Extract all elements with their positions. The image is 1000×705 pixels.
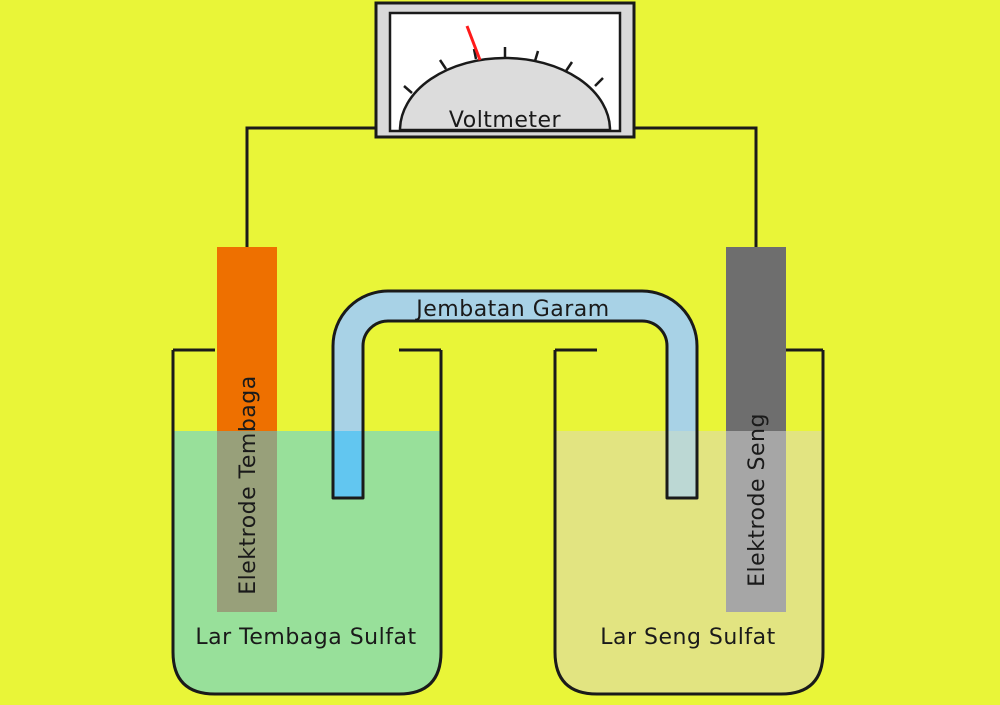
salt-bridge-left-immersed — [333, 431, 363, 498]
wires — [245, 126, 758, 248]
left-wire — [245, 126, 376, 248]
voltmeter: Voltmeter — [374, 1, 636, 139]
copper-sulfate-solution — [173, 431, 441, 694]
zinc-electrode-label: Elektrode Seng — [745, 413, 770, 587]
voltmeter-needle — [465, 25, 482, 61]
copper-electrode-immersed — [217, 431, 277, 612]
voltmeter-label: Voltmeter — [449, 108, 562, 133]
copper-electrode-upper — [217, 247, 277, 431]
copper-sulfate-label: Lar Tembaga Sulfat — [195, 625, 416, 650]
left-beaker-outline — [171, 350, 443, 696]
zinc-sulfate-label: Lar Seng Sulfat — [600, 625, 776, 650]
salt-bridge-tube — [333, 291, 697, 498]
right-beaker-outline — [553, 350, 825, 696]
voltmeter-scale-ticks — [403, 47, 604, 94]
zinc-electrode: Elektrode Seng — [726, 247, 786, 612]
voltmeter-dial — [398, 56, 612, 132]
salt-bridge-label: Jembatan Garam — [414, 297, 609, 322]
zinc-electrode-immersed — [726, 431, 786, 612]
salt-bridge-outline — [331, 289, 699, 500]
copper-electrode-label: Elektrode Tembaga — [236, 375, 261, 595]
salt-bridge-right-immersed — [667, 431, 697, 498]
right-wire — [634, 126, 758, 248]
salt-bridge: Jembatan Garam — [331, 289, 699, 500]
zinc-electrode-upper — [726, 247, 786, 431]
copper-electrode: Elektrode Tembaga — [217, 247, 277, 612]
